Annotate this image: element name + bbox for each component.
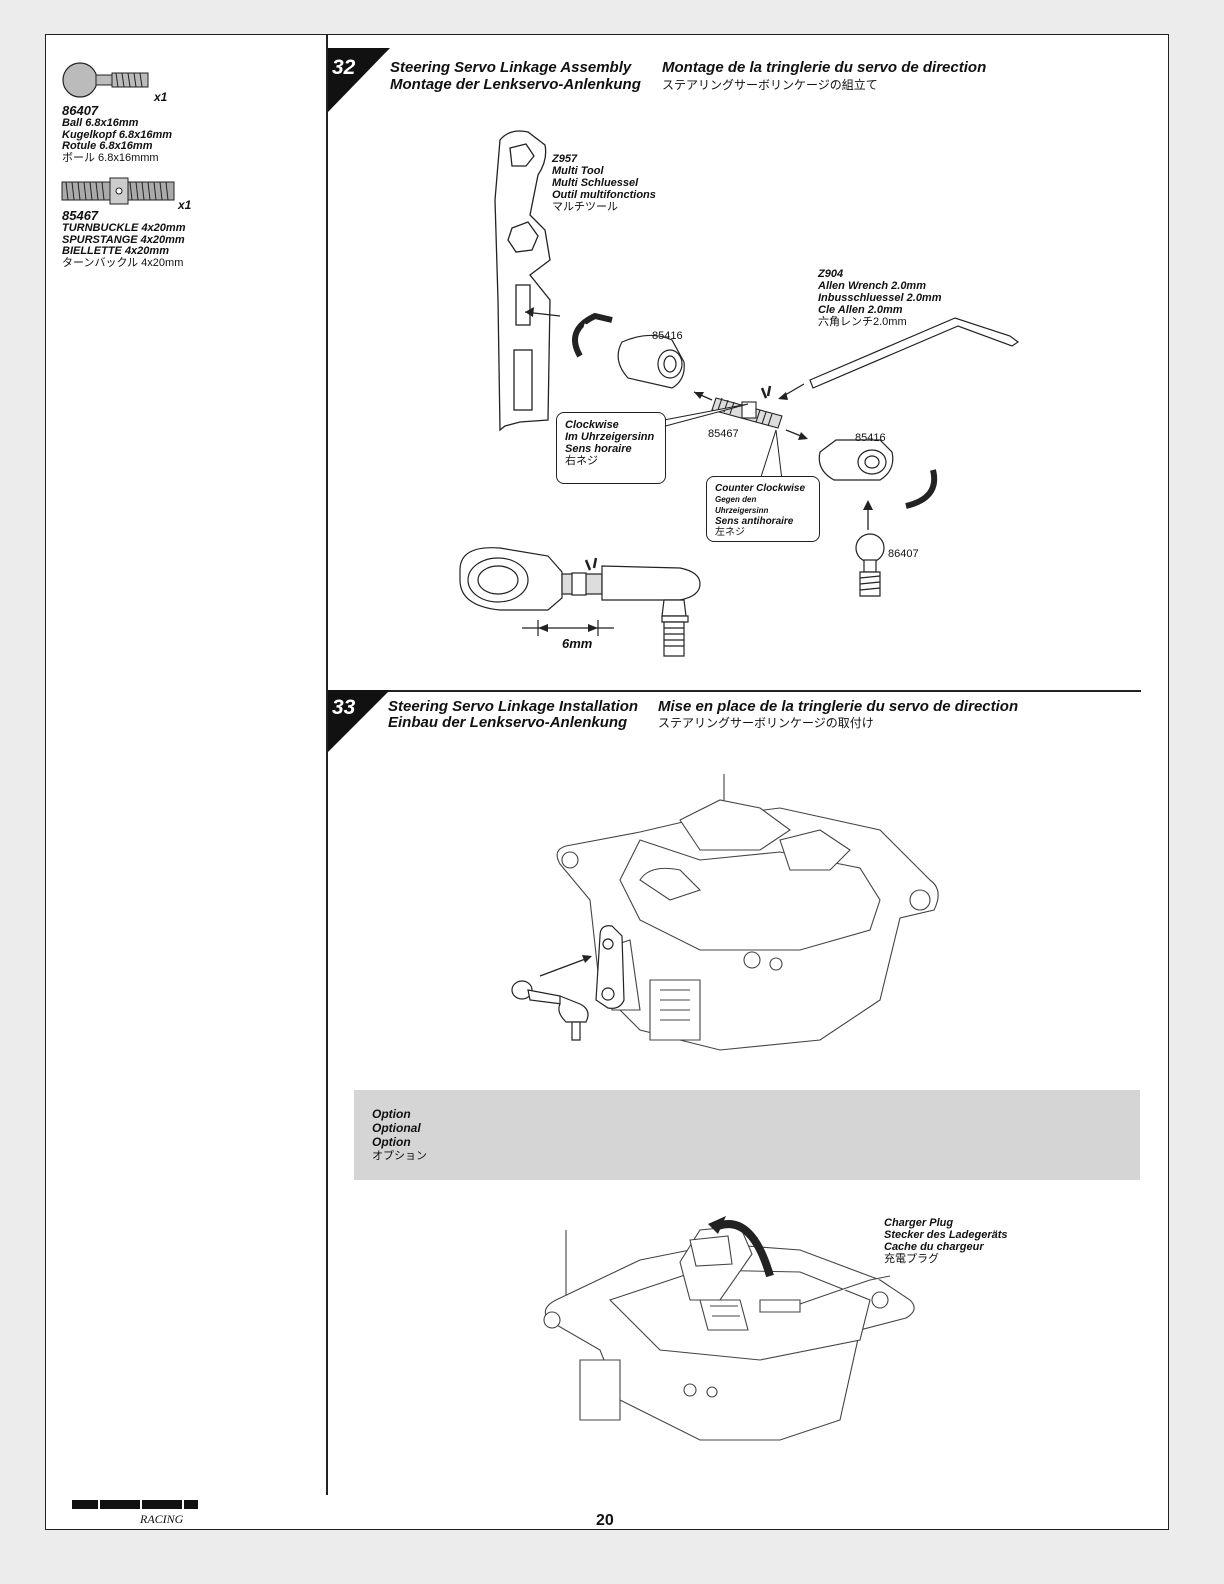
counter-fr: Sens antihoraire [715,516,794,527]
allen-wrench-icon [809,317,1020,389]
receiver-box-charger-icon [543,1225,915,1441]
step-33-title-fr: Mise en place de la tringlerie du servo … [658,698,1019,715]
multi-tool-icon [494,130,551,432]
servo-horn-icon [595,925,625,1009]
svg-text:RACING: RACING [139,1512,184,1526]
column-divider [326,34,328,1495]
part-name-de: Kugelkopf 6.8x16mm [62,129,173,141]
tool-name: マルチツール [552,201,618,213]
rod-end-icon [818,439,894,481]
turnbuckle-part-icon [711,397,783,429]
step-32-number: 32 [332,56,356,79]
tool-number: Z904 [818,268,844,280]
charger-label-de: Stecker des Ladegeräts [884,1229,1008,1241]
option-de: Optional [372,1121,421,1135]
counter-clockwise-callout: Counter Clockwise Gegen den Uhrzeigersin… [706,476,820,542]
part-name-en: TURNBUCKLE 4x20mm [62,222,186,234]
part-qty: x1 [154,90,168,104]
clockwise-callout: Clockwise Im Uhrzeigersinn Sens horaire … [556,412,666,484]
part-name-fr: Rotule 6.8x16mm [62,140,153,152]
part-name-fr: BIELLETTE 4x20mm [62,245,169,257]
step-divider [326,690,1141,692]
page-number: 20 [596,1512,614,1529]
charger-label-jp: 充電プラグ [884,1253,939,1265]
tool-name: Outil multifonctions [552,189,656,201]
charger-label-en: Charger Plug [884,1217,954,1229]
turnbuckle-icon [61,177,175,205]
step-33-badge [328,690,390,752]
step-32-title-de: Montage der Lenkservo-Anlenkung [390,76,641,93]
part-label: 85467 [708,428,739,440]
step-32-title-jp: ステアリングサーボリンケージの組立て [662,78,878,92]
counter-de: Gegen den Uhrzeigersinn [715,495,769,515]
counter-en: Counter Clockwise [715,483,806,494]
step-32-title-fr: Montage de la tringlerie du servo de dir… [662,59,987,76]
clockwise-fr: Sens horaire [565,443,632,455]
option-en: Option [372,1107,411,1121]
part-label: 85416 [855,432,886,444]
step-33-title-de: Einbau der Lenkservo-Anlenkung [388,714,628,731]
part-label: 85416 [652,330,683,342]
option-jp: オプション [372,1150,427,1162]
clockwise-de: Im Uhrzeigersinn [565,431,655,443]
step-33-number: 33 [332,696,356,719]
part-name-en: Ball 6.8x16mm [62,117,139,129]
part-name-jp: ターンバックル 4x20mm [62,257,184,269]
part-name-jp: ボール 6.8x16mmm [62,152,159,164]
charger-label-fr: Cache du chargeur [884,1241,984,1253]
tool-name: 六角レンチ2.0mm [818,316,907,328]
tool-name: Cle Allen 2.0mm [818,304,903,316]
tool-name: Allen Wrench 2.0mm [818,280,926,292]
option-fr: Option [372,1135,411,1149]
clockwise-jp: 右ネジ [565,455,598,467]
step-33-title-jp: ステアリングサーボリンケージの取付け [658,716,874,730]
tool-name: Multi Tool [552,165,604,177]
ball-stud-icon [62,62,149,98]
dimension-label: 6mm [562,636,593,651]
step-32-title-en: Steering Servo Linkage Assembly [390,59,632,76]
part-number: 85467 [62,208,99,223]
receiver-box-icon [556,774,939,1051]
part-number: 86407 [62,103,99,118]
rod-end-icon [617,334,685,389]
tool-name: Inbusschluessel 2.0mm [818,292,942,304]
step-33-title-en: Steering Servo Linkage Installation [388,698,639,715]
tool-name: Multi Schluessel [552,177,639,189]
tool-number: Z957 [552,153,578,165]
clockwise-en: Clockwise [565,419,619,431]
part-name-de: SPURSTANGE 4x20mm [62,234,185,246]
assembled-linkage-icon [459,547,701,657]
step-32-badge [328,48,390,112]
part-qty: x1 [178,198,192,212]
part-label: 86407 [888,548,919,560]
option-bar: Option Optional Option オプション [354,1090,1140,1180]
counter-jp: 左ネジ [715,527,745,538]
ball-stud-part-icon [855,533,885,597]
linkage-icon [511,980,589,1041]
